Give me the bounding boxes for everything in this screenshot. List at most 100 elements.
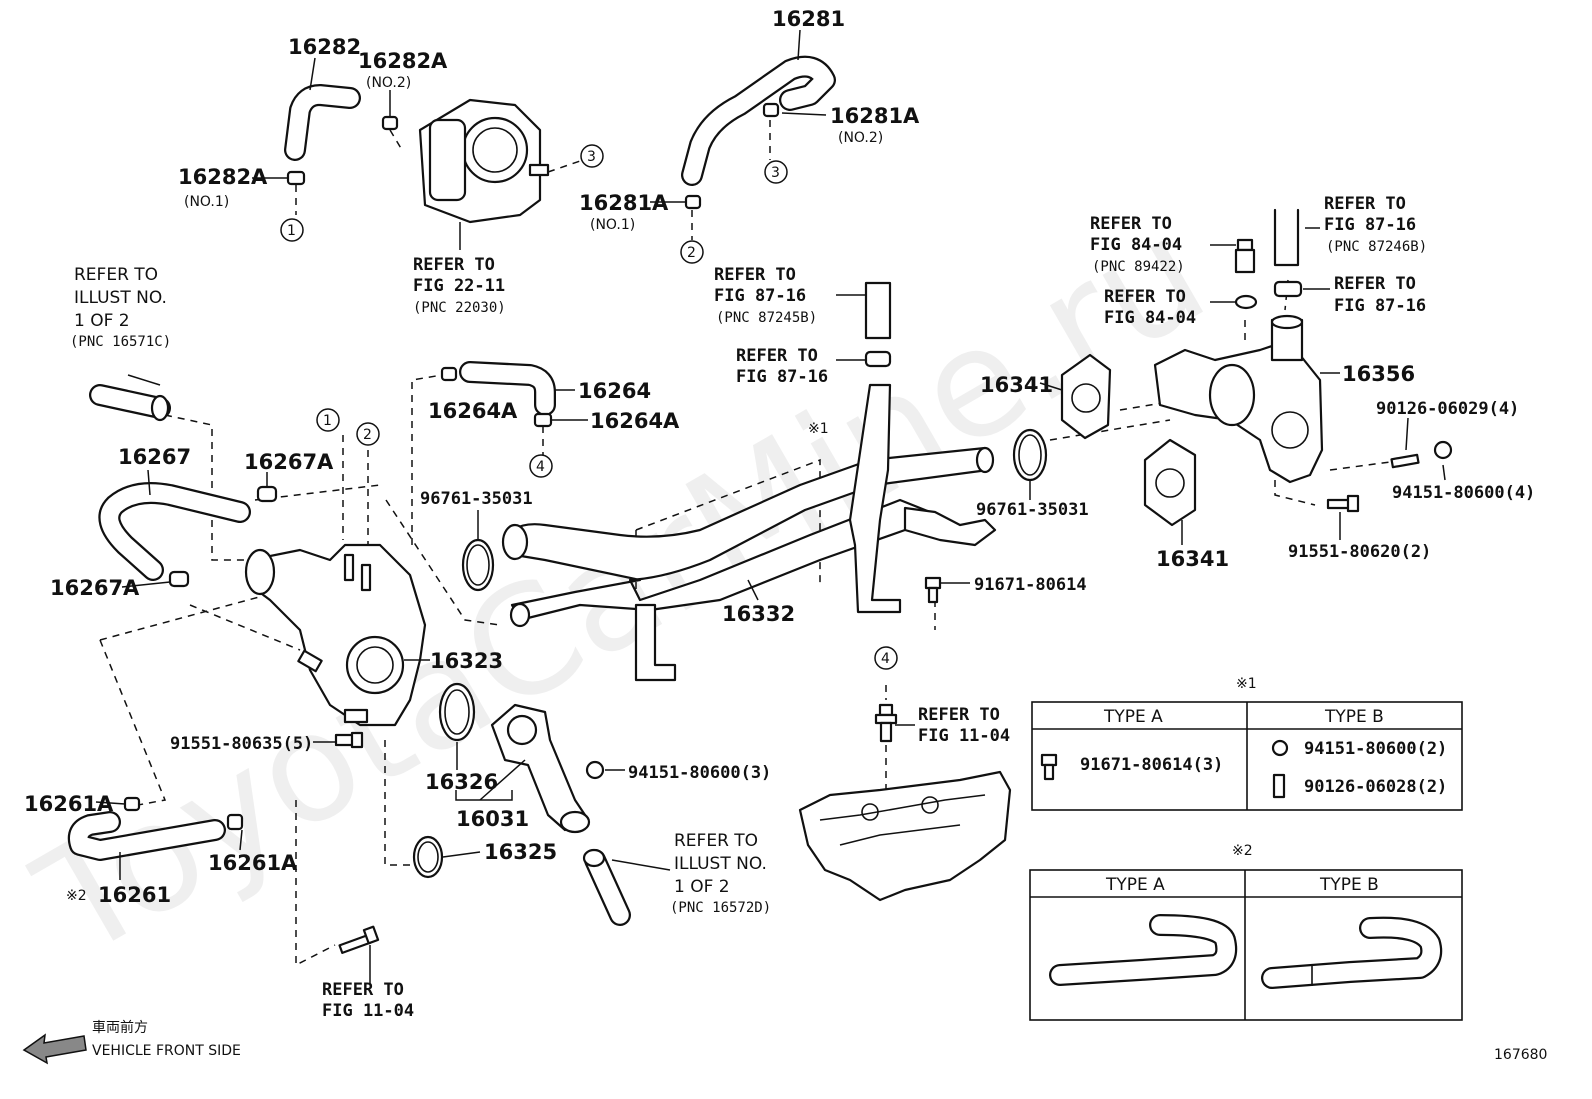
hose-stub-87245B[interactable] [864, 281, 892, 340]
gasket-16326[interactable] [438, 682, 476, 742]
label-16267A-lower[interactable]: 16267A [50, 576, 140, 600]
water-outlet-housing-16356[interactable] [1153, 314, 1324, 484]
label-16325[interactable]: 16325 [484, 840, 557, 864]
label-16282[interactable]: 16282 [288, 35, 361, 59]
svg-text:1 OF 2: 1 OF 2 [74, 311, 130, 331]
svg-text:4: 4 [881, 651, 890, 667]
ref-fig-87-16-87246B[interactable]: REFER TO FIG 87-16 (PNC 87246B) [1324, 194, 1427, 255]
label-16267[interactable]: 16267 [118, 445, 191, 469]
ref-fig-87-16-87245B[interactable]: REFER TO FIG 87-16 (PNC 87245B) [714, 265, 817, 326]
ref-fig-22-11[interactable]: REFER TO FIG 22-11 (PNC 22030) [413, 255, 506, 316]
label-91551-80620[interactable]: 91551-80620(2) [1288, 542, 1431, 562]
label-16281A-no2-sub: (NO.2) [838, 130, 883, 146]
label-94151-80600-4[interactable]: 94151-80600(4) [1392, 483, 1535, 503]
label-16264A-lower[interactable]: 16264A [590, 409, 680, 433]
label-16282A-no1[interactable]: 16282A [178, 165, 268, 189]
gasket-96761-right[interactable] [1012, 428, 1048, 482]
water-pipe-16332[interactable] [501, 383, 997, 682]
clamp-16267A-upper[interactable] [256, 485, 278, 503]
hose-16267[interactable] [98, 482, 251, 581]
label-16282A-no2[interactable]: 16282A [358, 49, 448, 73]
label-91551-80635[interactable]: 91551-80635(5) [170, 734, 313, 754]
pipe-16572D[interactable] [582, 848, 631, 926]
clamp-fig-87-16-center[interactable] [864, 350, 892, 368]
engine-block [798, 770, 1012, 902]
label-96761-35031-left[interactable]: 96761-35031 [420, 489, 533, 509]
hose-16264[interactable] [459, 361, 556, 416]
gasket-16341-upper[interactable] [1060, 353, 1112, 440]
table1-nut-icon [1271, 739, 1289, 757]
table1-col-a: TYPE A [1103, 707, 1163, 727]
bolt-91551-80620[interactable] [1326, 494, 1360, 513]
label-16031[interactable]: 16031 [456, 807, 529, 831]
label-16281[interactable]: 16281 [772, 7, 845, 31]
ref-fig-84-04-washer[interactable]: REFER TO FIG 84-04 [1104, 287, 1196, 328]
clamp-16267A-lower[interactable] [168, 570, 190, 588]
ref-fig-87-16-center[interactable]: REFER TO FIG 87-16 [736, 346, 828, 387]
clamp-16281A-no2[interactable] [762, 102, 780, 118]
ref-illust-1-16572D[interactable]: REFER TO ILLUST NO. 1 OF 2 (PNC 16572D) [670, 831, 771, 916]
label-16323[interactable]: 16323 [430, 649, 503, 673]
clamp-16282A-no1[interactable] [286, 170, 306, 186]
label-16261A-right[interactable]: 16261A [208, 851, 298, 875]
table2-col-b: TYPE B [1319, 875, 1379, 895]
stud-90126-06029[interactable] [1390, 453, 1420, 469]
clamp-fig-87-16-right[interactable] [1273, 280, 1303, 298]
label-16261[interactable]: 16261 [98, 883, 171, 907]
throttle-body[interactable] [418, 98, 550, 224]
table1-mark: ※1 [1236, 676, 1257, 692]
label-16281A-no1[interactable]: 16281A [579, 191, 669, 215]
clamp-16264A-lower[interactable] [533, 412, 553, 428]
bolt-fig-11-04[interactable] [338, 925, 380, 954]
svg-text:3: 3 [587, 149, 596, 165]
ref-illust-1-16571C[interactable]: REFER TO ILLUST NO. 1 OF 2 (PNC 16571C) [70, 265, 171, 350]
table1-bolt-icon [1040, 753, 1058, 781]
water-outlet-16031[interactable] [490, 703, 591, 834]
nut-94151-80600-3[interactable] [585, 760, 605, 780]
svg-text:REFER TO: REFER TO [1090, 214, 1172, 234]
washer-fig-84-04[interactable] [1234, 294, 1258, 310]
label-96761-35031-right[interactable]: 96761-35031 [976, 500, 1089, 520]
ref-fig-11-04-right[interactable]: REFER TO FIG 11-04 [918, 705, 1010, 746]
svg-text:FIG 87-16: FIG 87-16 [1334, 296, 1426, 316]
nut-94151-80600-4[interactable] [1433, 440, 1453, 460]
label-16267A-upper[interactable]: 16267A [244, 450, 334, 474]
hose-stub-87246B[interactable] [1273, 208, 1300, 267]
label-16264[interactable]: 16264 [578, 379, 651, 403]
label-90126-06029[interactable]: 90126-06029(4) [1376, 399, 1519, 419]
hose-16282[interactable] [284, 84, 361, 161]
label-16341-lower[interactable]: 16341 [1156, 547, 1229, 571]
gasket-16325[interactable] [412, 835, 444, 879]
label-16326[interactable]: 16326 [425, 770, 498, 794]
label-94151-80600-3[interactable]: 94151-80600(3) [628, 763, 771, 783]
ref-fig-11-04-bottom[interactable]: REFER TO FIG 11-04 [322, 980, 414, 1021]
clamp-16264A-upper[interactable] [440, 366, 458, 382]
gasket-16341-lower[interactable] [1143, 438, 1197, 527]
svg-text:REFER TO: REFER TO [1334, 274, 1416, 294]
water-inlet-housing-16323[interactable] [244, 543, 427, 727]
table1-b-part1: 94151-80600(2) [1304, 739, 1447, 759]
bolt-91671-80614[interactable] [924, 576, 942, 604]
bolt-91551-80635[interactable] [334, 731, 364, 749]
pipe-16571C[interactable] [89, 384, 171, 422]
hose-16261[interactable] [67, 811, 226, 861]
ref-fig-87-16-right[interactable]: REFER TO FIG 87-16 [1334, 274, 1426, 316]
clamp-16261A-right[interactable] [226, 813, 244, 831]
clamp-16282A-no2[interactable] [381, 115, 399, 131]
stud-fig-11-04[interactable] [874, 703, 898, 743]
label-16261A-left[interactable]: 16261A [24, 792, 114, 816]
gasket-96761-left[interactable] [461, 538, 495, 592]
label-16356[interactable]: 16356 [1342, 362, 1415, 386]
label-16332[interactable]: 16332 [722, 602, 795, 626]
label-16264A-upper[interactable]: 16264A [428, 399, 518, 423]
ref-fig-84-04-89422[interactable]: REFER TO FIG 84-04 (PNC 89422) [1090, 214, 1185, 275]
svg-text:REFER TO: REFER TO [74, 265, 158, 285]
label-91671-80614[interactable]: 91671-80614 [974, 575, 1087, 595]
sensor-89422[interactable] [1234, 238, 1256, 274]
table2-col-a: TYPE A [1105, 875, 1165, 895]
clamp-16281A-no1[interactable] [684, 194, 702, 210]
label-16341-upper[interactable]: 16341 [980, 373, 1053, 397]
label-16281A-no2[interactable]: 16281A [830, 104, 920, 128]
hose-16281[interactable] [681, 55, 836, 186]
clamp-16261A-left[interactable] [123, 796, 141, 812]
